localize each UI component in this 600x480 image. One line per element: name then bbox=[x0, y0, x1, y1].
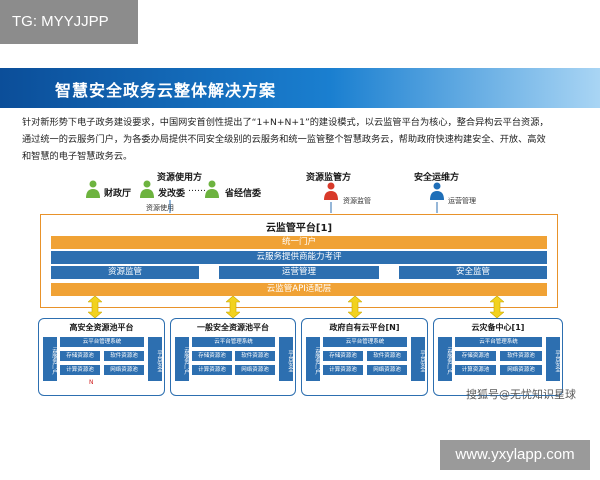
pool-mgmt: 云平台管理系统 bbox=[192, 337, 275, 347]
pool-general-security: 一般安全资源池平台 云服务门户 平台安全 云平台管理系统 存储资源池 软件资源池… bbox=[170, 318, 296, 396]
member-ndrc: 发改委 bbox=[158, 189, 186, 199]
security-ops-label: 安全运维方 bbox=[414, 173, 460, 183]
pool-portal: 云服务门户 bbox=[43, 337, 57, 381]
pool-cell: 存储资源池 bbox=[192, 351, 232, 361]
supervisor-red-icon bbox=[324, 182, 338, 200]
pool-disaster-recovery: 云灾备中心[1] 云服务门户 平台安全 云平台管理系统 存储资源池 软件资源池 … bbox=[433, 318, 563, 396]
pool-cell: 计算资源池 bbox=[323, 365, 363, 375]
user-green-icon bbox=[140, 180, 154, 198]
intro-line: 通过统一的云服务门户，为各委办局提供不同安全级别的云服务和统一监管整个智慧政务云… bbox=[22, 134, 546, 145]
pool-note: N bbox=[89, 379, 94, 386]
page-title: 智慧安全政务云整体解决方案 bbox=[55, 81, 277, 100]
url-watermark: www.yxylapp.com bbox=[440, 440, 590, 470]
pool-security: 平台安全 bbox=[546, 337, 560, 381]
user-green-icon bbox=[205, 180, 219, 198]
eval-band: 云服务提供商能力考评 bbox=[51, 251, 547, 264]
pool-security: 平台安全 bbox=[279, 337, 293, 381]
module-security: 安全监管 bbox=[399, 266, 547, 279]
member-finance: 财政厅 bbox=[104, 189, 132, 199]
tg-badge: TG: MYYJJPP bbox=[0, 0, 138, 44]
resource-user-label: 资源使用方 bbox=[157, 173, 203, 183]
actor-arrows bbox=[169, 200, 438, 213]
cloud-supervision-platform: 云监管平台[1] 统一门户 云服务提供商能力考评 资源监管 运营管理 安全监管 … bbox=[40, 214, 558, 308]
platform-title: 云监管平台[1] bbox=[265, 223, 333, 234]
pool-cell: 网络资源池 bbox=[235, 365, 275, 375]
flow-resource-supervise: 资源监管 bbox=[343, 197, 371, 205]
pool-gov-owned: 政府自有云平台[N] 云服务门户 平台安全 云平台管理系统 存储资源池 软件资源… bbox=[301, 318, 428, 396]
pool-cell: 计算资源池 bbox=[60, 365, 100, 375]
pool-security: 平台安全 bbox=[411, 337, 425, 381]
intro-line: 和智慧的电子智慧政务云。 bbox=[22, 151, 133, 162]
pool-title: 高安全资源池平台 bbox=[69, 323, 134, 332]
pool-portal: 云服务门户 bbox=[438, 337, 452, 381]
pool-high-security: 高安全资源池平台 云服务门户 平台安全 云平台管理系统 存储资源池 软件资源池 … bbox=[38, 318, 165, 396]
double-arrow-icon bbox=[348, 296, 362, 318]
operator-blue-icon bbox=[430, 182, 444, 200]
title-bar: 智慧安全政务云整体解决方案 bbox=[0, 68, 600, 108]
pool-cell: 存储资源池 bbox=[455, 351, 496, 361]
flow-resource-use: 资源使用 bbox=[146, 204, 174, 212]
module-operations: 运营管理 bbox=[219, 266, 379, 279]
sohu-watermark: 搜狐号@无忧知识星球 bbox=[466, 388, 576, 401]
flow-operations: 运营管理 bbox=[448, 197, 476, 205]
pool-portal: 云服务门户 bbox=[175, 337, 189, 381]
pool-title: 云灾备中心[1] bbox=[471, 323, 525, 332]
pool-mgmt: 云平台管理系统 bbox=[455, 337, 542, 347]
pool-cell: 计算资源池 bbox=[455, 365, 496, 375]
pool-cell: 网络资源池 bbox=[104, 365, 144, 375]
unified-portal-band: 统一门户 bbox=[51, 236, 547, 249]
api-adapter-band: 云监管API适配层 bbox=[51, 283, 547, 296]
pool-title: 一般安全资源池平台 bbox=[197, 323, 269, 332]
pool-security: 平台安全 bbox=[148, 337, 162, 381]
pool-mgmt: 云平台管理系统 bbox=[323, 337, 407, 347]
pool-cell: 软件资源池 bbox=[104, 351, 144, 361]
pool-cell: 存储资源池 bbox=[60, 351, 100, 361]
double-arrow-icon bbox=[490, 296, 504, 318]
user-green-icon bbox=[86, 180, 100, 198]
pool-cell: 存储资源池 bbox=[323, 351, 363, 361]
member-econ: 省经信委 bbox=[225, 189, 262, 199]
resource-supervisor-label: 资源监管方 bbox=[306, 173, 352, 183]
actors-row: 资源使用方 财政厅 发改委 …… 省经信委 资源使用 资源监管方 资源监管 安全… bbox=[0, 0, 600, 215]
pool-portal: 云服务门户 bbox=[306, 337, 320, 381]
intro-line: 针对新形势下电子政务建设要求，中国网安首创性提出了“1+N+N+1”的建设模式，… bbox=[22, 117, 549, 128]
double-arrow-icon bbox=[226, 296, 240, 318]
pool-cell: 网络资源池 bbox=[500, 365, 542, 375]
pool-title: 政府自有云平台[N] bbox=[329, 323, 400, 332]
pool-cell: 计算资源池 bbox=[192, 365, 232, 375]
member-ellipsis: …… bbox=[188, 184, 206, 194]
double-arrow-icon bbox=[88, 296, 102, 318]
pool-cell: 网络资源池 bbox=[367, 365, 407, 375]
pool-cell: 软件资源池 bbox=[500, 351, 542, 361]
pool-cell: 软件资源池 bbox=[367, 351, 407, 361]
module-resource: 资源监管 bbox=[51, 266, 199, 279]
pool-mgmt: 云平台管理系统 bbox=[60, 337, 144, 347]
pool-cell: 软件资源池 bbox=[235, 351, 275, 361]
intro-text: 针对新形势下电子政务建设要求，中国网安首创性提出了“1+N+N+1”的建设模式，… bbox=[22, 114, 582, 165]
